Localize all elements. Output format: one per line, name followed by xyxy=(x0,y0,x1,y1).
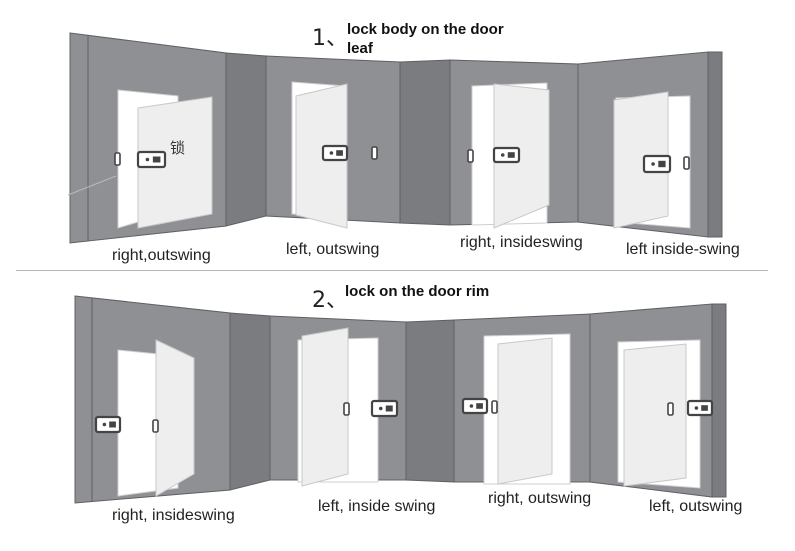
door2-lock-body xyxy=(321,144,349,162)
door3-lock-body xyxy=(492,146,521,164)
section2-title: lock on the door rim xyxy=(345,283,490,300)
door6-rim-lock-bolt xyxy=(385,405,393,412)
door8-rim-lock xyxy=(686,399,714,417)
door6-rim-lock xyxy=(370,399,399,418)
wall-panel-1g xyxy=(707,51,723,238)
wall-panel-2d xyxy=(405,319,455,483)
section2-label-1: right, insideswing xyxy=(112,507,235,524)
door2-leaf xyxy=(295,83,348,229)
section1-label-4: left inside-swing xyxy=(626,241,740,258)
door4-lock-body-bolt xyxy=(658,160,666,168)
door8-rim-lock-bolt xyxy=(701,405,708,411)
door6-handle xyxy=(343,402,350,416)
door1-pointer-line xyxy=(67,175,117,196)
door5-rim-lock xyxy=(94,415,122,434)
door4-lock-body xyxy=(642,154,672,174)
section1-label-1: right,outswing xyxy=(112,247,211,264)
section2-label-4: left, outswing xyxy=(649,498,743,515)
door8-handle xyxy=(667,402,674,416)
section1-label-2: left, outswing xyxy=(286,241,380,258)
door1-lock-body-keyhole xyxy=(145,157,150,162)
door2-lock-body-bolt xyxy=(336,150,343,156)
wall-panel-2g xyxy=(711,303,727,498)
door7-rim-lock-keyhole xyxy=(469,404,474,408)
section-divider xyxy=(16,270,768,271)
door3-lock-body-keyhole xyxy=(500,153,505,157)
door3-leaf xyxy=(493,83,550,229)
door7-rim-lock xyxy=(461,397,489,415)
door7-rim-lock-bolt xyxy=(476,403,483,409)
section2-label-3: right, outswing xyxy=(488,490,592,507)
door2-lock-body-keyhole xyxy=(329,151,334,155)
door4-handle xyxy=(683,156,690,170)
door7-leaf xyxy=(497,337,553,485)
door4-lock-body-keyhole xyxy=(651,162,655,166)
door3-handle xyxy=(467,149,474,163)
door8-rim-lock-keyhole xyxy=(694,406,699,410)
section2-number: 2、 xyxy=(312,288,348,313)
door7-handle xyxy=(491,400,498,414)
door1-handle xyxy=(114,152,121,166)
door5-rim-lock-keyhole xyxy=(102,422,107,427)
section1-label-3: right, insideswing xyxy=(460,234,583,251)
door3-lock-body-bolt xyxy=(507,152,515,158)
section1-number: 1、 xyxy=(312,26,348,51)
door1-leaf xyxy=(137,96,213,229)
wall-panel-1b xyxy=(225,52,267,227)
door6-rim-lock-keyhole xyxy=(378,406,383,411)
door6-leaf xyxy=(301,327,349,487)
door4-leaf xyxy=(613,91,669,229)
wall-panel-2b xyxy=(229,312,271,491)
door5-leaf xyxy=(155,339,195,497)
door8-leaf xyxy=(623,343,687,487)
section1-title: lock body on the door leaf xyxy=(347,21,504,57)
door5-handle xyxy=(152,419,159,433)
lock-char-label: 锁 xyxy=(170,139,186,157)
door1-lock-body-bolt xyxy=(152,156,161,163)
section2-label-2: left, inside swing xyxy=(318,498,436,515)
door2-handle xyxy=(371,146,378,160)
door5-rim-lock-bolt xyxy=(109,421,116,428)
door1-lock-body xyxy=(136,150,167,169)
wall-panel-1d xyxy=(399,59,451,226)
